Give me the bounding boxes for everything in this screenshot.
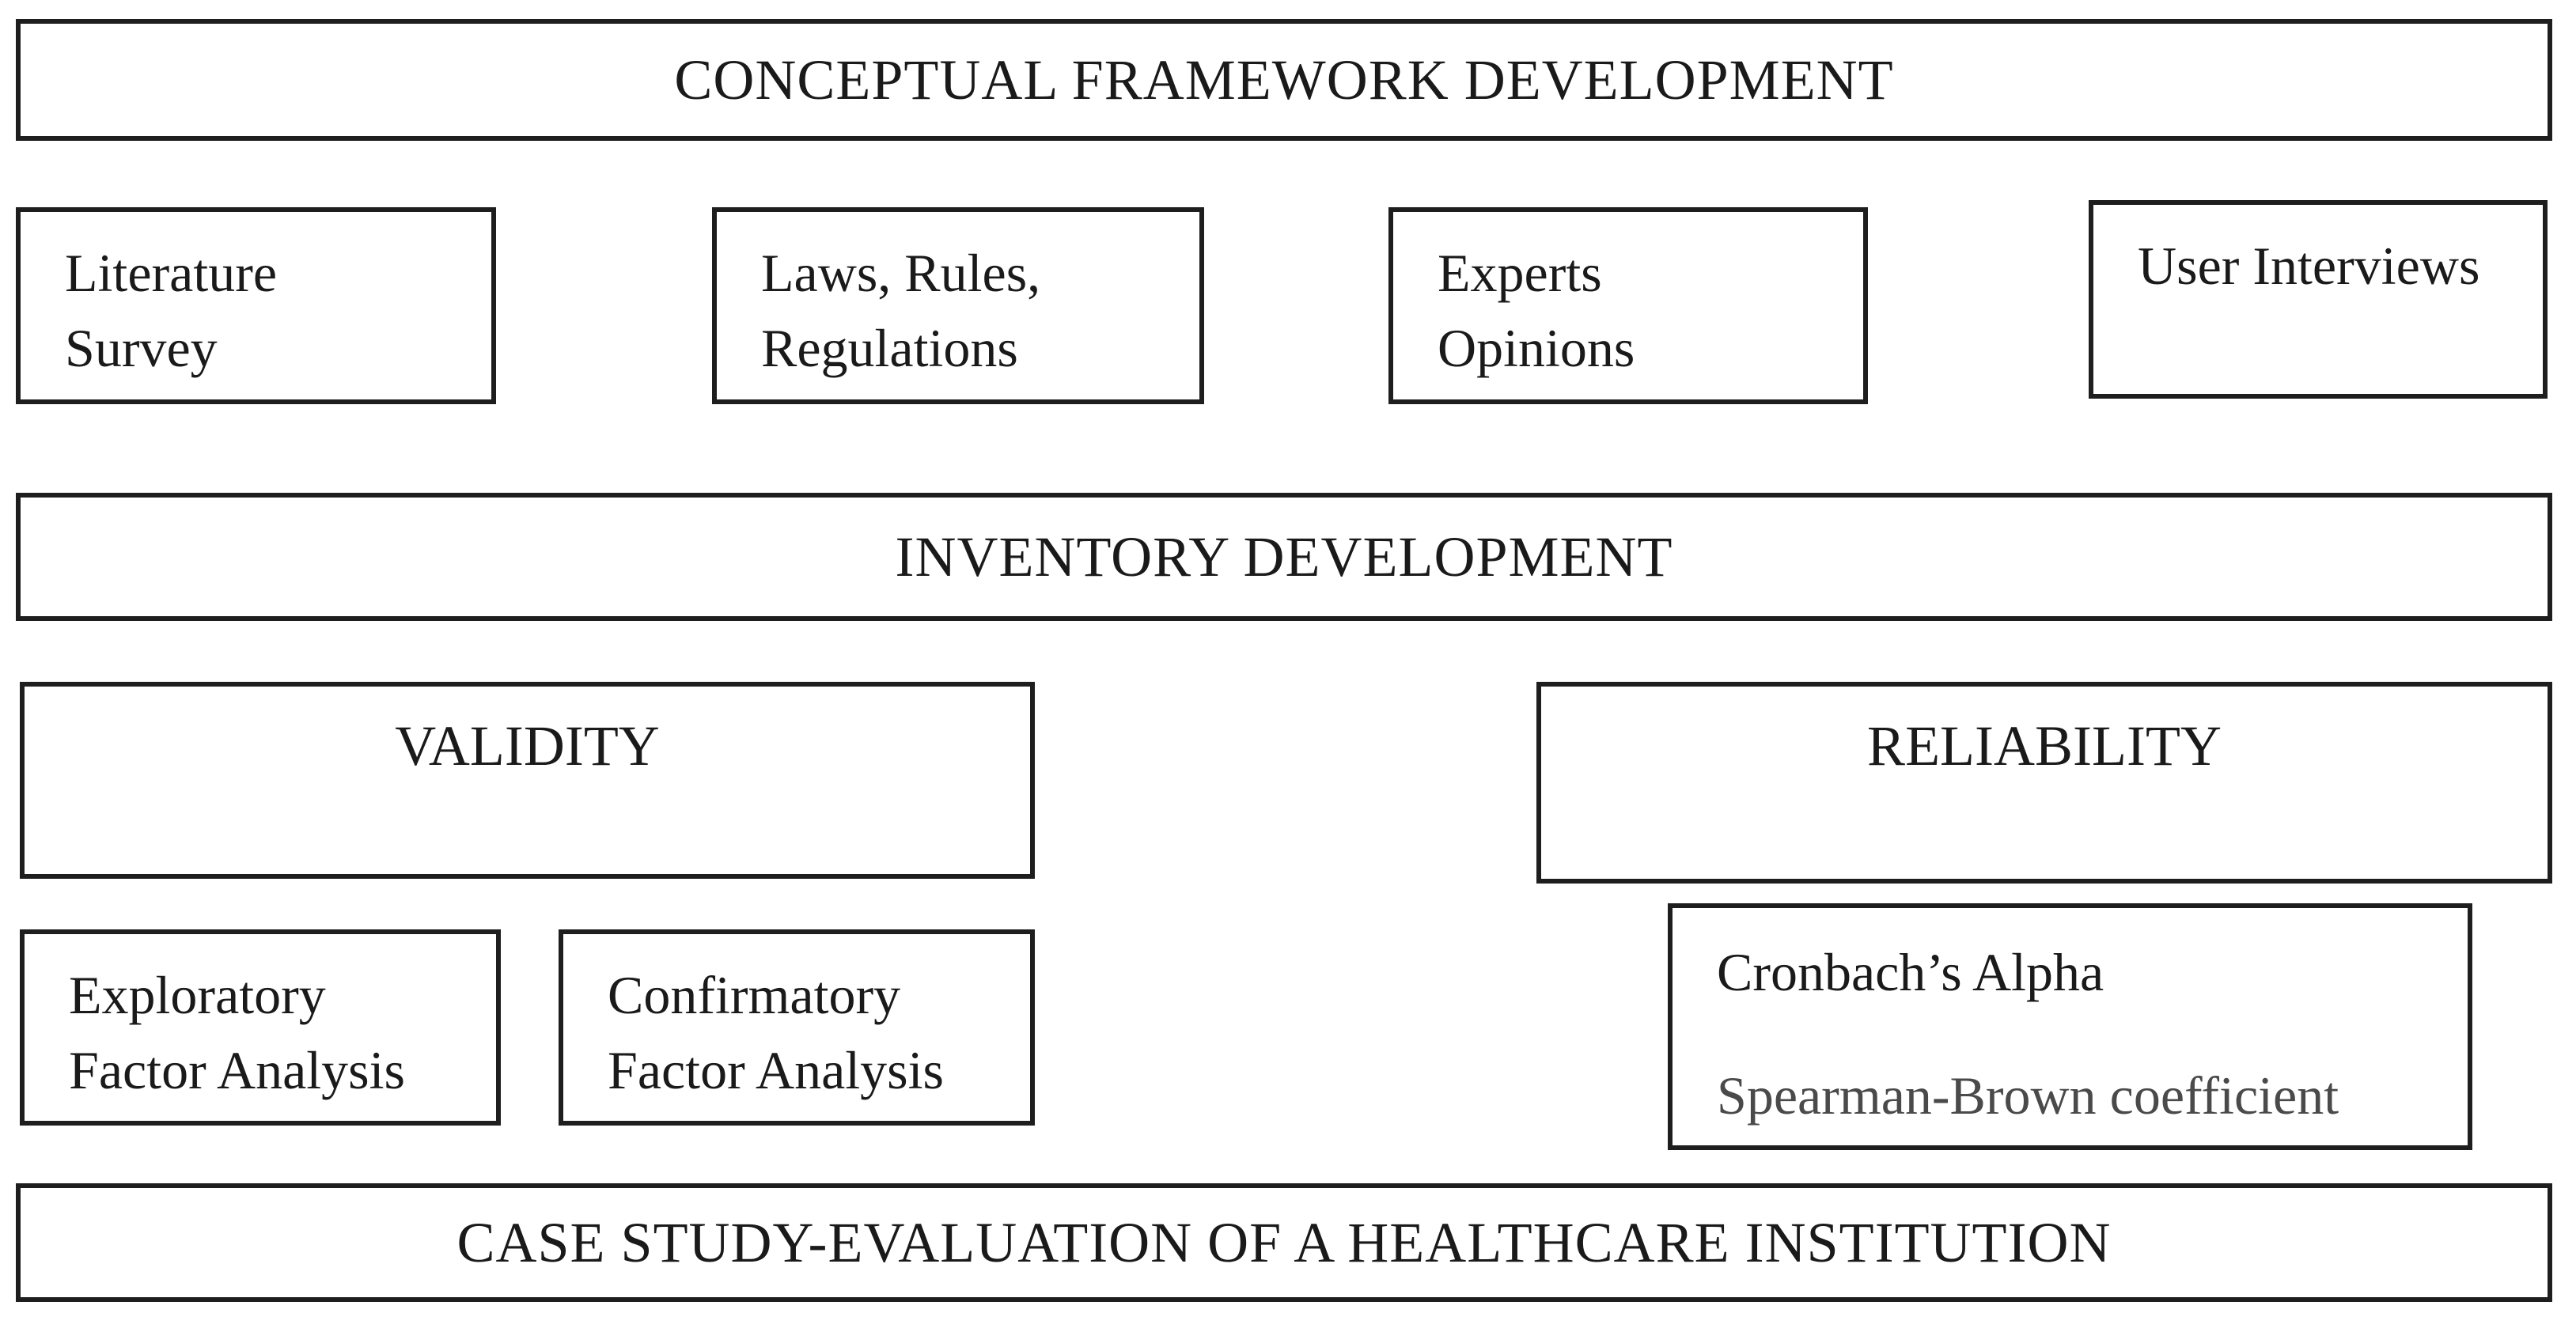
method-label-line: Factor Analysis [69, 1040, 405, 1100]
stage-title: CASE STUDY-EVALUATION OF A HEALTHCARE IN… [456, 1210, 2112, 1274]
stage-title: INVENTORY DEVELOPMENT [895, 524, 1673, 588]
section-title: VALIDITY [395, 714, 660, 778]
input-label-line: Regulations [761, 318, 1018, 378]
input-box-user-interviews: User Interviews [2089, 200, 2548, 399]
stage-box-inventory-development: INVENTORY DEVELOPMENT [16, 493, 2552, 621]
input-label-line: Laws, Rules, [761, 243, 1041, 303]
input-box-experts-opinions: Experts Opinions [1388, 207, 1868, 404]
method-box-reliability-coefficients: Cronbach’s Alpha Spearman-Brown coeffici… [1668, 903, 2472, 1150]
section-box-validity: VALIDITY [20, 682, 1035, 879]
input-box-laws-rules-regulations: Laws, Rules, Regulations [712, 207, 1204, 404]
method-box-confirmatory-factor-analysis: Confirmatory Factor Analysis [559, 929, 1035, 1126]
method-label-spearman-brown: Spearman-Brown coefficient [1717, 1065, 2339, 1126]
stage-box-conceptual-framework: CONCEPTUAL FRAMEWORK DEVELOPMENT [16, 19, 2552, 141]
method-label-line: Factor Analysis [608, 1040, 944, 1100]
method-box-exploratory-factor-analysis: Exploratory Factor Analysis [20, 929, 501, 1126]
section-box-reliability: RELIABILITY [1536, 682, 2552, 884]
method-label-line: Confirmatory [608, 965, 901, 1025]
input-box-literature-survey: Literature Survey [16, 207, 496, 404]
input-label-line: Survey [65, 318, 218, 378]
method-label-line: Exploratory [69, 965, 326, 1025]
method-label-cronbachs-alpha: Cronbach’s Alpha [1717, 942, 2104, 1002]
input-label-line: Literature [65, 243, 278, 303]
section-title: RELIABILITY [1867, 714, 2222, 778]
input-label-line: Experts [1438, 243, 1602, 303]
input-label-line: Opinions [1438, 318, 1635, 378]
stage-title: CONCEPTUAL FRAMEWORK DEVELOPMENT [674, 47, 1894, 112]
stage-box-case-study-evaluation: CASE STUDY-EVALUATION OF A HEALTHCARE IN… [16, 1183, 2552, 1302]
input-label-line: User Interviews [2138, 236, 2480, 296]
